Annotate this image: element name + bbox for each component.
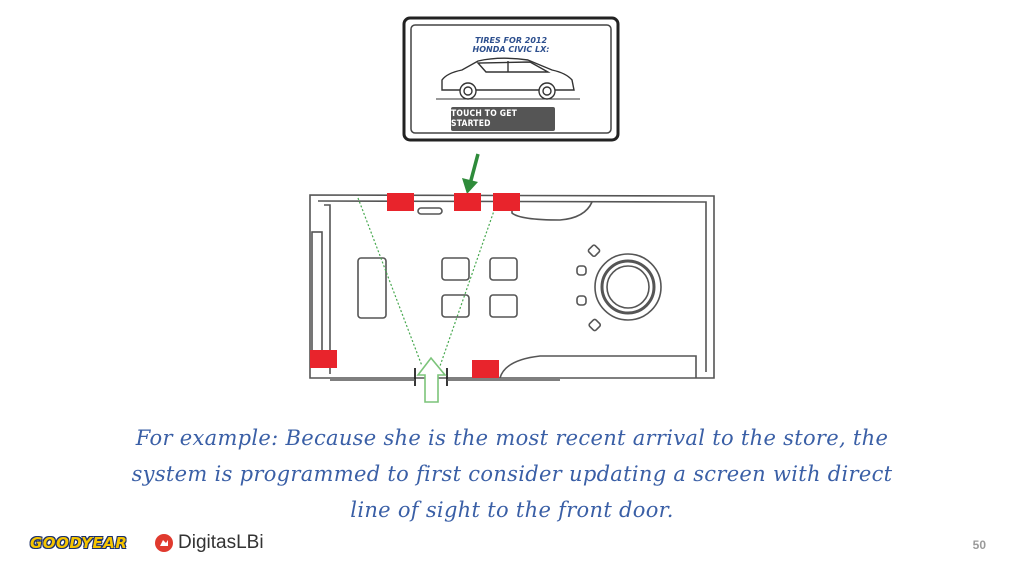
kiosk-title-line2: HONDA CIVIC LX:: [472, 45, 550, 54]
kiosk-title-line1: TIRES FOR 2012: [474, 36, 548, 45]
screen-marker: [310, 350, 337, 368]
kiosk-screen: [402, 16, 620, 142]
digitas-logo: DigitasLBi: [155, 532, 264, 554]
page-number: 50: [972, 538, 986, 552]
kiosk-title: TIRES FOR 2012 HONDA CIVIC LX:: [446, 36, 576, 54]
active-screen-arrow: [462, 153, 480, 194]
screen-markers: [310, 193, 520, 378]
goodyear-logo: GOODYEAR: [30, 534, 128, 552]
front-door: [330, 368, 560, 386]
digitas-mark-icon: [155, 534, 173, 552]
car-sketch-icon: [436, 57, 580, 100]
digitas-logo-text: DigitasLBi: [178, 532, 264, 553]
screen-marker: [493, 193, 520, 211]
screen-marker-active: [454, 193, 481, 211]
diagram-caption: For example: Because she is the most rec…: [131, 426, 893, 522]
entry-arrow-icon: [416, 356, 447, 403]
store-floor-plan: [309, 194, 715, 379]
touch-to-start-button[interactable]: TOUCH TO GET STARTED: [451, 107, 555, 131]
screen-marker: [472, 360, 499, 378]
screen-marker: [387, 193, 414, 211]
line-of-sight: [357, 197, 497, 367]
